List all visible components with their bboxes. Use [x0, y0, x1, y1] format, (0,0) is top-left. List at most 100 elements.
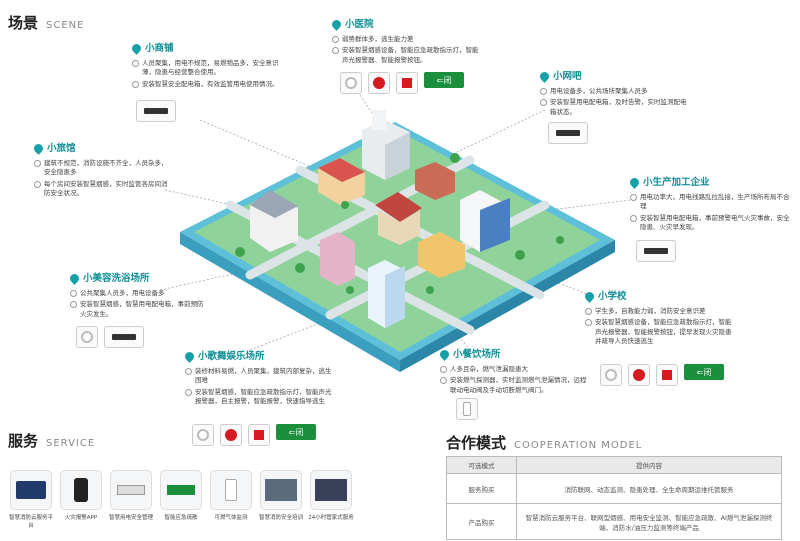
card-beauty: 小美容洗浴场所 公共聚集人员多，用电设备多 安装智慧烟感，智慧用电配电箱，事前预…: [68, 272, 205, 321]
shop-devices: [136, 100, 176, 122]
sound-light-alarm-icon: [248, 424, 270, 446]
coop-title: 合作模式 COOPERATION MODEL: [446, 432, 642, 453]
gas-sensor-icon: [210, 470, 252, 510]
location-pin-icon: [330, 18, 343, 32]
card-hotel-solution: 每个房间安装智慧烟感，实时监管各房间消防安全状况。: [44, 179, 168, 198]
card-netbar-solution: 安装智慧用电配电箱，及时告警，实时监测配电箱状态。: [550, 98, 687, 116]
alarm-button-icon: [628, 364, 650, 386]
smoke-detector-icon: [76, 326, 98, 348]
card-netbar: 小网吧 用电设备多，公共场所聚集人员多 安装智慧用电配电箱，及时告警，实时监测配…: [538, 70, 690, 119]
distribution-box-icon: [136, 100, 176, 122]
shield-bullet-icon: [585, 319, 592, 327]
card-hotel: 小旅馆 建筑不规范，消防设施不齐全，人员杂多，安全隐患多 每个房间安装智慧烟感，…: [32, 142, 169, 200]
smoke-detector-icon: [340, 72, 362, 94]
service-label: 火灾报警APP: [64, 515, 98, 521]
shield-bullet-icon: [70, 301, 77, 309]
exit-sign-label: 闭: [443, 75, 452, 85]
service-label: 可燃气体监测: [214, 515, 248, 521]
distribution-box-icon: [636, 240, 676, 262]
card-ktv-risk: 装修材料易燃，人员聚集，建筑内部复杂，逃生困难: [195, 366, 332, 385]
exit-sign-label: 闭: [703, 367, 712, 377]
table-cell-content: 消防联网、动态监测、隐患处理、全生命周期运维托管服务: [516, 473, 782, 504]
info-bullet-icon: [34, 159, 41, 167]
scene-title-en: SCENE: [46, 20, 85, 31]
info-bullet-icon: [185, 367, 192, 375]
service-item: 可燃气体监测: [208, 470, 254, 521]
card-school-risk: 学生多，自救能力弱，消防安全意识差: [595, 306, 706, 315]
card-beauty-risk: 公共聚集人员多，用电设备多: [80, 288, 165, 297]
card-school-name: 小学校: [598, 291, 627, 302]
shield-bullet-icon: [540, 99, 547, 107]
card-factory-risk: 用电功率大，用电线路乱拉乱接，生产场所布局不合理: [640, 192, 790, 211]
service-item: 智慧用电安全管理: [108, 470, 154, 521]
card-factory-solution: 安装智慧用电配电箱，事前预警电气火灾事故，安全隐患、火灾早发现。: [640, 213, 790, 232]
service-item: 智慧消防安全培训: [258, 470, 304, 521]
card-ktv-solution: 安装智慧烟感，智能应急疏散指示灯，智能声光报警器，自主报警，智能报警，快速指导逃…: [195, 387, 332, 406]
service-title-en: SERVICE: [46, 438, 96, 449]
beauty-devices: [76, 326, 144, 348]
card-food: 小餐饮场所 人多且杂，燃气泄漏隐患大 安装燃气探测器，实时监测燃气泄漏情况，远程…: [438, 348, 590, 397]
card-clinic-solution: 安装智慧烟感设备，智能应急疏散指示灯，智能声光报警器、智能报警按钮。: [342, 46, 479, 64]
service-title-zh: 服务: [8, 432, 39, 450]
card-hotel-risk: 建筑不规范，消防设施不齐全，人员杂多，安全隐患多: [44, 158, 168, 177]
card-shop-risk: 人员聚集，用电不规范，易燃物品多，安全意识薄，隐患与经营整合使用。: [142, 58, 279, 77]
card-food-risk: 人多且杂，燃气泄漏隐患大: [450, 364, 528, 373]
card-school-solution: 安装智慧烟感设备，智能应急疏散指示灯，智能声光报警器，智能报警按钮，提早发现火灾…: [595, 318, 732, 346]
food-devices: [456, 398, 478, 420]
service-label: 智能应急疏散: [164, 515, 198, 521]
shield-bullet-icon: [34, 180, 41, 188]
school-devices: ⇐ 闭: [600, 364, 724, 386]
card-shop-solution: 安装智慧安全配电箱，有效监管用电使用情况。: [142, 79, 279, 88]
scene-title-zh: 场景: [8, 14, 39, 32]
training-photo-icon: [260, 470, 302, 510]
location-pin-icon: [438, 348, 451, 362]
scene-title: 场景 SCENE: [8, 12, 84, 33]
card-factory-name: 小生产加工企业: [643, 177, 710, 188]
location-pin-icon: [183, 350, 196, 364]
service-item: 24小时管家式服务: [308, 470, 354, 521]
coop-table: 可选模式 提供内容 服务购买 消防联网、动态监测、隐患处理、全生命周期运维托管服…: [446, 456, 782, 540]
alarm-button-icon: [368, 72, 390, 94]
info-bullet-icon: [132, 59, 139, 67]
location-pin-icon: [130, 42, 143, 56]
table-header-row: 可选模式 提供内容: [446, 456, 782, 474]
card-clinic: 小医院 弱势群体多，逃生能力差 安装智慧烟感设备，智能应急疏散指示灯，智能声光报…: [330, 18, 482, 67]
card-clinic-name: 小医院: [345, 19, 374, 30]
mobile-app-icon: [60, 470, 102, 510]
card-school: 小学校 学生多，自救能力弱，消防安全意识差 安装智慧烟感设备，智能应急疏散指示灯…: [583, 290, 735, 348]
info-bullet-icon: [540, 87, 547, 95]
shield-bullet-icon: [440, 377, 447, 385]
sound-light-alarm-icon: [396, 72, 418, 94]
netbar-devices: [548, 122, 588, 144]
alarm-button-icon: [220, 424, 242, 446]
smoke-detector-icon: [600, 364, 622, 386]
location-pin-icon: [538, 70, 551, 84]
location-pin-icon: [32, 142, 45, 156]
service-item: 智能应急疏散: [158, 470, 204, 521]
info-bullet-icon: [630, 193, 637, 201]
exit-sign-label: 闭: [295, 427, 304, 437]
sound-light-alarm-icon: [656, 364, 678, 386]
gas-detector-icon: [456, 398, 478, 420]
service-item: 火灾报警APP: [58, 470, 104, 521]
shield-bullet-icon: [630, 214, 637, 222]
coop-title-zh: 合作模式: [446, 434, 507, 452]
table-cell-mode: 产品购买: [446, 503, 517, 540]
card-food-name: 小餐饮场所: [453, 349, 501, 360]
emergency-exit-sign-icon: ⇐ 闭: [684, 364, 724, 380]
platform-screens-icon: [10, 470, 52, 510]
table-row: 产品购买 智慧消防云服务平台、联网型烟感、用电安全监测、智能应急疏散、AI燃气泄…: [446, 503, 782, 540]
card-ktv: 小歌舞娱乐场所 装修材料易燃，人员聚集，建筑内部复杂，逃生困难 安装智慧烟感，智…: [183, 350, 335, 408]
shield-bullet-icon: [332, 47, 339, 55]
location-pin-icon: [68, 272, 81, 286]
service-label: 智慧消防云服务平台: [8, 515, 53, 529]
location-pin-icon: [628, 176, 641, 190]
shield-bullet-icon: [132, 80, 139, 88]
service-label: 智慧消防安全培训: [258, 515, 303, 521]
emergency-exit-sign-icon: ⇐ 闭: [276, 424, 316, 440]
info-bullet-icon: [332, 35, 339, 43]
coop-title-en: COOPERATION MODEL: [514, 440, 643, 451]
card-clinic-risk: 弱势群体多，逃生能力差: [342, 34, 414, 43]
factory-devices: [636, 240, 676, 262]
